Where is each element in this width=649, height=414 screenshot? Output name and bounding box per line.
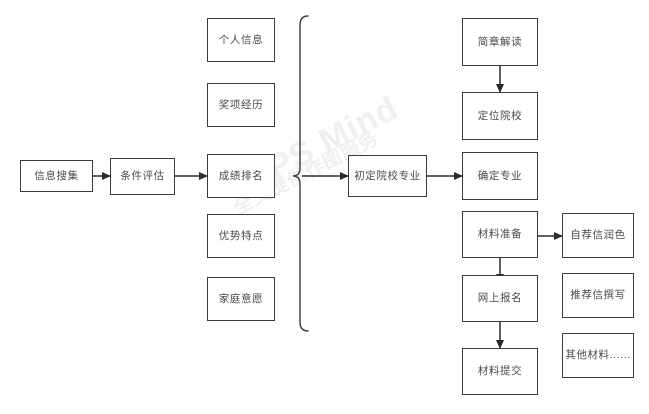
- node-start-label: 信息搜集: [34, 169, 79, 182]
- node-criteria-strengths-label: 优势特点: [218, 229, 264, 242]
- node-process-online-application-label: 网上报名: [477, 292, 523, 305]
- node-criteria-family-label: 家庭意愿: [218, 292, 264, 305]
- node-evaluate-label: 条件评估: [120, 170, 165, 183]
- node-material-other-label: 其他材料......: [565, 349, 631, 362]
- node-criteria-awards[interactable]: 奖项经历: [207, 83, 275, 127]
- node-criteria-personal-info-label: 个人信息: [218, 33, 264, 46]
- node-process-brochure-label: 简章解读: [477, 35, 523, 48]
- node-process-position-school-label: 定位院校: [477, 109, 523, 122]
- node-material-recommendation-letter[interactable]: 推荐信撰写: [562, 273, 634, 318]
- brace-criteria-group: [292, 15, 309, 332]
- node-preliminary-school-major-label: 初定院校专业: [354, 169, 421, 182]
- node-material-self-recommendation[interactable]: 自荐信润色: [562, 213, 634, 258]
- node-process-brochure[interactable]: 简章解读: [462, 18, 538, 66]
- node-material-self-recommendation-label: 自荐信润色: [570, 229, 626, 242]
- node-process-position-school[interactable]: 定位院校: [462, 92, 538, 140]
- node-process-submit-materials-label: 材料提交: [477, 365, 523, 378]
- node-criteria-strengths[interactable]: 优势特点: [207, 214, 275, 258]
- node-criteria-awards-label: 奖项经历: [218, 98, 264, 111]
- node-process-prepare-materials[interactable]: 材料准备: [462, 211, 538, 258]
- node-criteria-grades[interactable]: 成绩排名: [207, 154, 275, 198]
- node-process-confirm-major[interactable]: 确定专业: [462, 152, 538, 200]
- node-evaluate[interactable]: 条件评估: [110, 158, 175, 195]
- node-criteria-personal-info[interactable]: 个人信息: [207, 18, 275, 62]
- node-criteria-grades-label: 成绩排名: [218, 169, 264, 182]
- node-criteria-family[interactable]: 家庭意愿: [207, 277, 275, 321]
- node-process-confirm-major-label: 确定专业: [477, 169, 523, 182]
- node-process-prepare-materials-label: 材料准备: [477, 228, 523, 241]
- node-material-recommendation-letter-label: 推荐信撰写: [570, 289, 626, 302]
- node-material-other[interactable]: 其他材料......: [562, 333, 634, 378]
- node-preliminary-school-major[interactable]: 初定院校专业: [348, 155, 427, 197]
- node-process-online-application[interactable]: 网上报名: [462, 275, 538, 322]
- node-process-submit-materials[interactable]: 材料提交: [462, 348, 538, 395]
- node-start[interactable]: 信息搜集: [20, 160, 93, 192]
